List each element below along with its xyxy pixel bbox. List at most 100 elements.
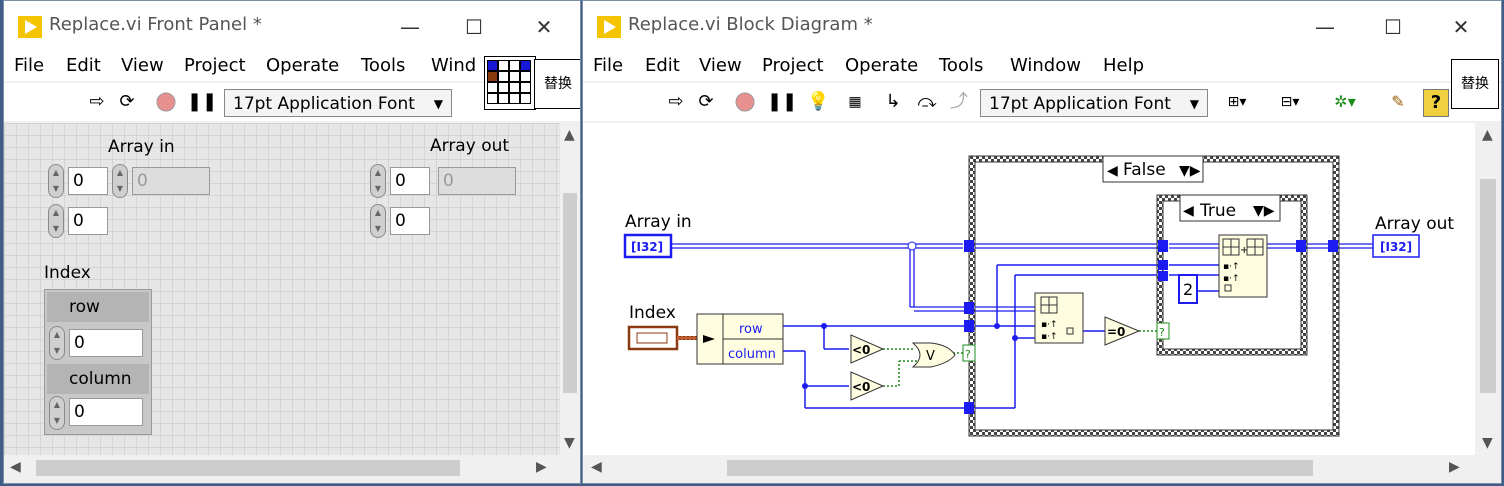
svg-text:▪·↑: ▪·↑ [1041, 332, 1058, 342]
outer-case-selector-terminal[interactable]: ? [962, 344, 976, 362]
scroll-up-icon[interactable]: ▲ [1482, 127, 1493, 143]
menu-tools[interactable]: Tools [939, 55, 984, 76]
menu-view[interactable]: View [121, 55, 164, 76]
horizontal-scrollbar[interactable]: ◀ ▶ [4, 455, 560, 481]
close-button[interactable]: ✕ [535, 15, 553, 39]
menu-file[interactable]: File [593, 55, 624, 76]
scroll-right-icon[interactable]: ▶ [1449, 459, 1460, 475]
reorder-icon[interactable]: ✲▾ [1334, 92, 1356, 111]
step-into-icon[interactable]: ↳ [885, 91, 901, 112]
highlight-bulb-icon[interactable]: 💡 [807, 91, 830, 112]
minimize-button[interactable]: — [1315, 15, 1335, 39]
scroll-thumb[interactable] [1480, 179, 1496, 393]
array-out-index0[interactable]: 0 [390, 167, 430, 195]
array-size-node[interactable]: ▪·↑ ▪·↑ [1034, 292, 1084, 344]
cluster-wire[interactable] [677, 336, 697, 340]
horizontal-scrollbar[interactable]: ◀ ▶ [583, 455, 1475, 481]
array-in-index1-spinner[interactable]: ▲▼ [48, 204, 64, 238]
scroll-left-icon[interactable]: ◀ [10, 459, 21, 475]
scroll-down-icon[interactable]: ▼ [564, 435, 575, 451]
vertical-scrollbar[interactable]: ▲ ▼ [560, 123, 580, 457]
array-in-element[interactable]: 0 [132, 167, 210, 195]
row-input[interactable]: 0 [69, 329, 143, 357]
align-icon[interactable]: ⊞▾ [1227, 94, 1247, 110]
menu-edit[interactable]: Edit [645, 55, 680, 76]
index-terminal[interactable] [627, 325, 679, 351]
pause-icon[interactable]: ❚❚ [767, 91, 798, 112]
labview-app-icon [597, 16, 621, 38]
menu-project[interactable]: Project [762, 55, 824, 76]
scroll-left-icon[interactable]: ◀ [591, 459, 602, 475]
scroll-thumb[interactable] [727, 460, 1313, 476]
array-out-terminal[interactable]: [I32] [1372, 234, 1420, 258]
maximize-button[interactable]: ☐ [465, 15, 483, 39]
column-spinner[interactable]: ▲▼ [49, 396, 65, 430]
pause-icon[interactable]: ❚❚ [187, 91, 218, 112]
outer-case-selector[interactable]: ◀ False ▼▶ [1102, 155, 1204, 183]
close-button[interactable]: ✕ [1452, 15, 1470, 39]
menu-edit[interactable]: Edit [66, 55, 101, 76]
scroll-down-icon[interactable]: ▼ [1482, 435, 1493, 451]
help-icon[interactable]: ? [1423, 89, 1449, 117]
run-arrow-icon[interactable]: ⇨ [668, 91, 684, 112]
menu-window[interactable]: Window [1010, 55, 1081, 76]
vertical-scrollbar[interactable]: ▲ ▼ [1475, 123, 1501, 457]
tunnel[interactable] [964, 240, 1338, 414]
array-in-index1[interactable]: 0 [68, 207, 108, 235]
step-out-icon[interactable]: ⤴ [950, 91, 968, 112]
title-bar[interactable]: Replace.vi Front Panel * — ☐ ✕ [4, 1, 580, 53]
minimize-button[interactable]: — [400, 15, 420, 39]
array-in-index0-spinner[interactable]: ▲▼ [48, 164, 64, 198]
array-out-index1-spinner[interactable]: ▲▼ [370, 204, 386, 238]
replace-array-subset-node[interactable]: + ▪·↑ ▪·↑ [1218, 234, 1268, 298]
run-continuous-icon[interactable]: ⟳ [119, 91, 135, 112]
svg-text:+: + [1240, 245, 1248, 256]
menu-project[interactable]: Project [184, 55, 246, 76]
wire-junction [802, 383, 808, 389]
font-selector-label: 17pt Application Font [989, 94, 1171, 114]
run-continuous-icon[interactable]: ⟳ [698, 91, 714, 112]
array-out-index0-spinner[interactable]: ▲▼ [370, 164, 386, 198]
svg-text:V: V [926, 349, 935, 364]
vi-icon[interactable]: 替换 [1451, 59, 1499, 109]
inner-case-selector-terminal[interactable]: ? [1156, 322, 1170, 340]
retain-wire-icon[interactable]: ▦ [848, 94, 862, 110]
scroll-right-icon[interactable]: ▶ [536, 459, 547, 475]
font-selector[interactable]: 17pt Application Font ▼ [980, 89, 1208, 117]
menu-tools[interactable]: Tools [361, 55, 406, 76]
array-out-index1[interactable]: 0 [390, 207, 430, 235]
scroll-thumb[interactable] [563, 193, 577, 393]
vi-icon[interactable]: 替换 [534, 59, 580, 109]
inner-case-selector[interactable]: ◀ True ▼▶ [1179, 194, 1281, 222]
equal-zero-node[interactable]: =0 [1104, 316, 1141, 346]
index-wire[interactable] [783, 264, 1219, 409]
array-in-index0[interactable]: 0 [68, 167, 108, 195]
menu-operate[interactable]: Operate [266, 55, 340, 76]
abort-icon[interactable] [733, 89, 757, 115]
connector-pane-icon[interactable] [484, 56, 536, 110]
scroll-up-icon[interactable]: ▲ [564, 127, 575, 143]
menu-view[interactable]: View [699, 55, 742, 76]
less-than-zero-column-node[interactable]: <0 [850, 371, 885, 401]
boolean-wire[interactable] [883, 330, 1157, 387]
less-than-zero-row-node[interactable]: <0 [850, 334, 885, 364]
abort-icon[interactable] [154, 89, 178, 115]
cleanup-icon[interactable]: ✎ [1391, 92, 1405, 111]
step-over-icon[interactable]: ⤼ [917, 91, 937, 112]
maximize-button[interactable]: ☐ [1384, 15, 1402, 39]
distribute-icon[interactable]: ⊟▾ [1280, 94, 1300, 110]
or-gate-node[interactable]: V [911, 342, 956, 368]
numeric-constant-2[interactable]: 2 [1178, 274, 1198, 304]
array-in-terminal[interactable]: [I32] [623, 233, 673, 259]
row-spinner[interactable]: ▲▼ [49, 326, 65, 360]
menu-help[interactable]: Help [1103, 55, 1145, 76]
menu-window[interactable]: Wind [431, 55, 477, 76]
unbundle-by-name-node[interactable]: row column [696, 313, 784, 365]
menu-file[interactable]: File [14, 55, 45, 76]
font-selector[interactable]: 17pt Application Font ▼ [224, 89, 452, 117]
run-arrow-icon[interactable]: ⇨ [89, 91, 105, 112]
scroll-thumb[interactable] [36, 460, 460, 476]
column-input[interactable]: 0 [69, 398, 143, 426]
menu-operate[interactable]: Operate [845, 55, 919, 76]
title-bar[interactable]: Replace.vi Block Diagram * — ☐ ✕ [583, 1, 1501, 53]
